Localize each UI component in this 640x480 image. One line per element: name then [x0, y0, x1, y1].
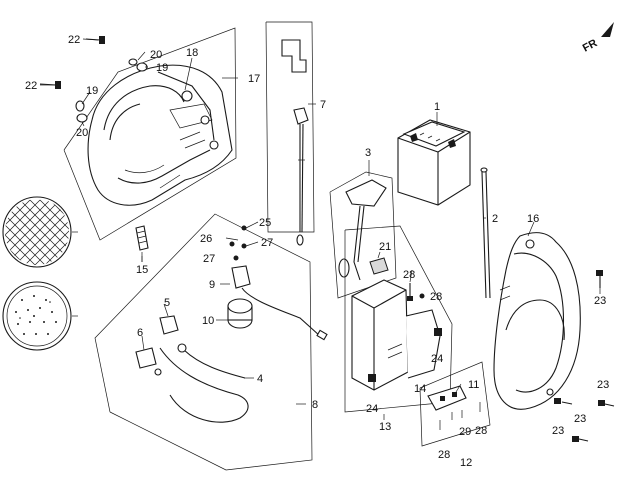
bolt-23-a — [596, 270, 603, 288]
callout-24-right: 24 — [431, 353, 443, 365]
washer-19-20-upper — [128, 58, 148, 72]
callout-25: 25 — [259, 217, 271, 229]
leader-lines — [40, 38, 601, 420]
terminal-5-part — [159, 315, 187, 353]
callout-14: 14 — [414, 383, 426, 395]
callout-9: 9 — [209, 279, 215, 291]
group-7-outline — [265, 21, 315, 233]
callout-10: 10 — [202, 315, 214, 327]
switch-11-part — [427, 385, 481, 430]
callout-19-upper: 19 — [156, 62, 168, 74]
small-parts-25-27 — [229, 225, 247, 261]
callout-22-left: 22 — [25, 80, 37, 92]
bolt-23-b — [554, 398, 573, 405]
washer-19-20-left — [75, 100, 88, 123]
callout-16: 16 — [527, 213, 539, 225]
callout-28-lower-right: 28 — [475, 425, 487, 437]
terminal-6-part — [135, 347, 162, 376]
bolt-23-c — [598, 400, 615, 407]
callout-27-right: 27 — [261, 237, 273, 249]
bolt-23-d — [572, 436, 589, 442]
callout-20-upper: 20 — [150, 49, 162, 61]
screw-28-upper — [407, 283, 425, 301]
callout-labels: 22 22 20 19 18 17 19 20 15 7 1 2 3 16 25… — [25, 34, 609, 469]
callout-23-d: 23 — [574, 413, 586, 425]
mesh-screen-part — [2, 196, 78, 268]
callout-27-left: 27 — [203, 253, 215, 265]
callout-7: 7 — [320, 99, 326, 111]
callout-3: 3 — [365, 147, 371, 159]
callout-1: 1 — [434, 101, 440, 113]
callout-23-a: 23 — [594, 295, 606, 307]
front-arrow-icon: FR — [581, 22, 614, 55]
callout-18: 18 — [186, 47, 198, 59]
group-3-outline — [329, 171, 397, 299]
group-17-outline — [63, 27, 237, 241]
callout-2: 2 — [492, 213, 498, 225]
terminal-21-part — [369, 257, 389, 275]
vent-tube-2-part — [480, 167, 491, 299]
callout-28-right: 28 — [430, 291, 442, 303]
control-unit-14-part — [351, 279, 441, 391]
callout-17: 17 — [248, 73, 260, 85]
callout-13: 13 — [379, 421, 391, 433]
callout-4: 4 — [257, 373, 263, 385]
wire-4-part — [159, 347, 249, 423]
group-12-outline — [419, 361, 491, 447]
connector-24-part — [368, 328, 442, 382]
spring-15-part — [135, 225, 149, 262]
callout-21: 21 — [379, 241, 391, 253]
callout-15: 15 — [136, 264, 148, 276]
battery-1-part — [397, 119, 471, 206]
callout-24-left: 24 — [366, 403, 378, 415]
callout-28-lower-left: 28 — [438, 449, 450, 461]
callout-28-upper: 28 — [403, 269, 415, 281]
bracket-3-part — [338, 179, 387, 281]
callout-8: 8 — [312, 399, 318, 411]
callout-26: 26 — [200, 233, 212, 245]
perforated-plate-part — [2, 281, 78, 351]
callout-23-b: 23 — [552, 425, 564, 437]
rear-housing-part — [87, 64, 233, 206]
group-8-outline — [94, 213, 313, 471]
cable-7-part — [281, 39, 309, 246]
callout-11: 11 — [468, 379, 479, 391]
side-cover-16-part — [493, 232, 581, 410]
callout-19-left: 19 — [86, 85, 98, 97]
callout-23-c: 23 — [597, 379, 609, 391]
group-13-outline — [344, 225, 453, 413]
callout-20-left: 20 — [76, 127, 88, 139]
callout-22-upper: 22 — [68, 34, 80, 46]
relay-9-part — [225, 237, 328, 341]
coil-10-part — [227, 298, 253, 329]
callout-5: 5 — [164, 297, 170, 309]
callout-6: 6 — [137, 327, 143, 339]
callout-12: 12 — [460, 457, 472, 469]
callout-29: 29 — [459, 426, 471, 438]
fr-label: FR — [581, 37, 600, 55]
